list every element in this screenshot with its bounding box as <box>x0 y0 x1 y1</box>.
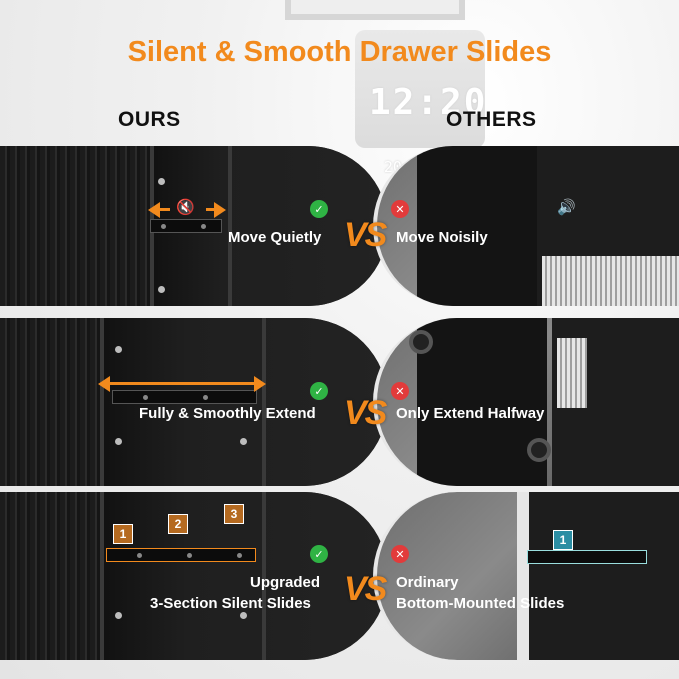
check-icon: ✓ <box>310 382 328 400</box>
ours-image-extend <box>0 318 388 486</box>
speaker-sound-icon: 🔊 <box>557 198 576 216</box>
ours-label-quiet: Move Quietly <box>228 229 322 246</box>
step-badge-1: 1 <box>113 524 133 544</box>
check-icon: ✓ <box>310 200 328 218</box>
others-image-halfway <box>373 318 679 486</box>
ours-label-extend: Fully & Smoothly Extend <box>139 405 316 422</box>
ours-column-label: OURS <box>118 108 181 131</box>
headline: Silent & Smooth Drawer Slides <box>127 36 552 68</box>
vs-mark: VS <box>344 570 387 608</box>
others-step-badge-1: 1 <box>553 530 573 550</box>
others-label-slides-line2: Bottom-Mounted Slides <box>396 595 565 612</box>
step-badge-2: 2 <box>168 514 188 534</box>
comparison-row-extend: ✓ Fully & Smoothly Extend VS ✕ Only Exte… <box>0 318 679 486</box>
others-image-noisy: 🔊 <box>373 146 679 306</box>
speaker-mute-icon: 🔇 <box>176 198 195 216</box>
cross-icon: ✕ <box>391 200 409 218</box>
cross-icon: ✕ <box>391 545 409 563</box>
others-label-slides-line1: Ordinary <box>396 574 459 591</box>
others-label-halfway: Only Extend Halfway <box>396 405 545 422</box>
vs-mark: VS <box>344 216 387 254</box>
comparison-row-quiet: 🔇 🔊 ✓ Move Quietly VS ✕ Move Noisily <box>0 146 679 306</box>
check-icon: ✓ <box>310 545 328 563</box>
vs-mark: VS <box>344 394 387 432</box>
step-badge-3: 3 <box>224 504 244 524</box>
others-image-bottom-slides <box>373 492 679 660</box>
comparison-row-slides: 1 2 3 1 ✓ Upgraded 3-Section Silent Slid… <box>0 492 679 660</box>
others-label-noisy: Move Noisily <box>396 229 488 246</box>
cross-icon: ✕ <box>391 382 409 400</box>
others-column-label: OTHERS <box>446 108 537 131</box>
wall-frame <box>285 0 465 20</box>
ours-image-slides <box>0 492 388 660</box>
ours-label-slides-line1: Upgraded <box>250 574 321 591</box>
ours-image-quiet: 🔇 <box>0 146 388 306</box>
clock-time: 12:20 <box>369 82 488 123</box>
ours-label-slides-line2: 3-Section Silent Slides <box>150 595 311 612</box>
